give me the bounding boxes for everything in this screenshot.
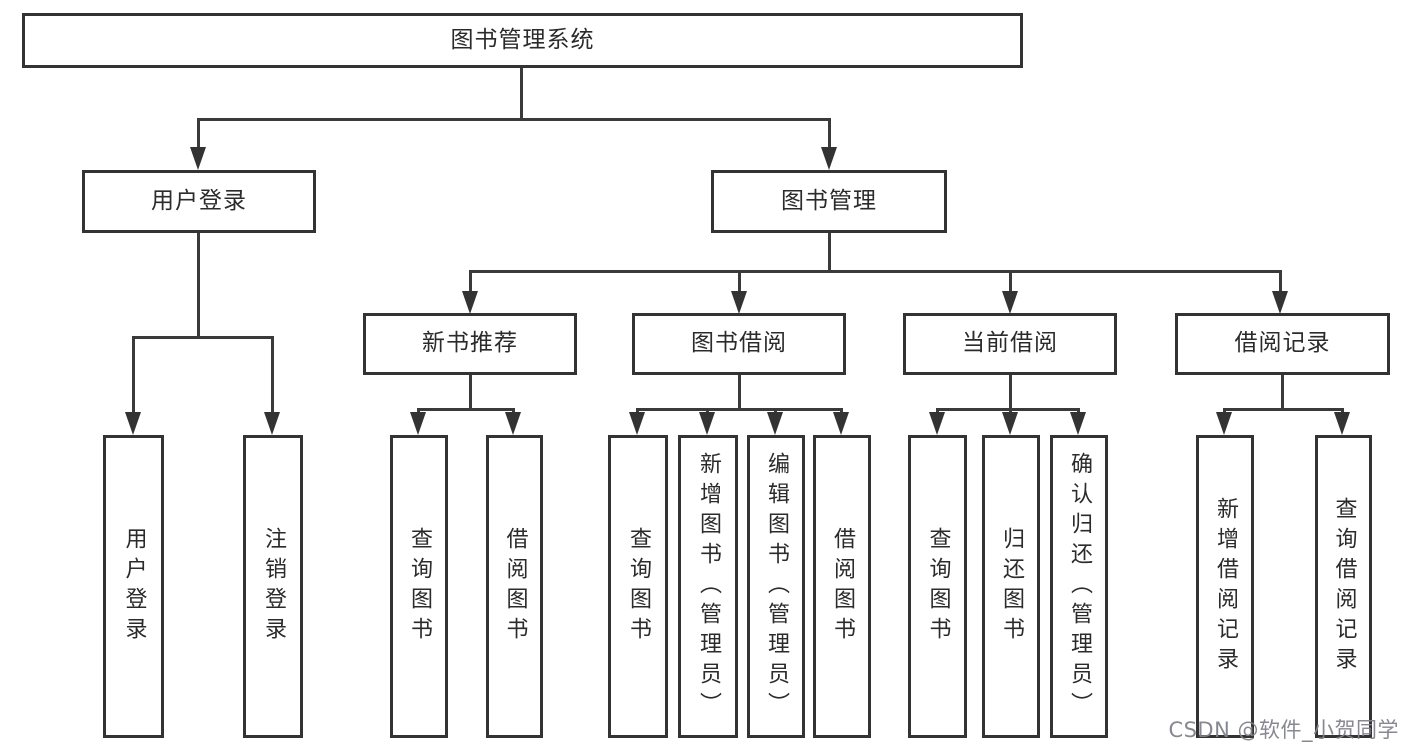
node-book-borrow: 图书借阅 xyxy=(632,313,846,375)
arrowhead-query-book-current xyxy=(929,412,945,435)
node-leaf-edit-book: 编辑图书（管理员） xyxy=(747,435,805,738)
connector-drop-query-book-rec xyxy=(417,408,420,415)
node-user-login: 用户登录 xyxy=(82,170,316,233)
node-book-mgmt: 图书管理 xyxy=(711,170,947,233)
connector-current-borrow-stem xyxy=(1009,375,1012,410)
arrowhead-add-record xyxy=(1216,412,1232,435)
node-leaf-logout-label: 注销登录 xyxy=(261,526,286,647)
connector-drop-add-record xyxy=(1223,408,1226,415)
connector-new-book-rec-bar xyxy=(417,408,515,411)
arrowhead-edit-book xyxy=(767,412,783,435)
node-leaf-query-book-rec: 查询图书 xyxy=(390,435,448,738)
node-leaf-logout: 注销登录 xyxy=(243,435,303,738)
connector-drop-add-book xyxy=(706,408,709,415)
node-leaf-borrow-book-rec-label: 借阅图书 xyxy=(502,526,528,647)
connector-drop-query-book-borrow xyxy=(636,408,639,415)
node-borrow-record: 借阅记录 xyxy=(1175,313,1390,375)
connector-drop-borrow-record xyxy=(1279,270,1282,293)
node-leaf-query-book-borrow: 查询图书 xyxy=(608,435,668,738)
connector-drop-query-record xyxy=(1341,408,1344,415)
arrowhead-book-borrow xyxy=(731,291,747,314)
arrowhead-borrow-book-rec xyxy=(505,412,521,435)
arrowhead-book-mgmt xyxy=(821,147,837,170)
node-leaf-add-record: 新增借阅记录 xyxy=(1196,435,1254,738)
arrowhead-query-book-borrow xyxy=(629,412,645,435)
node-book-borrow-label: 图书借阅 xyxy=(691,330,787,357)
connector-book-borrow-bar xyxy=(636,408,843,411)
arrowhead-user-login xyxy=(190,147,206,170)
node-leaf-query-book-rec-label: 查询图书 xyxy=(407,526,432,647)
arrowhead-query-record xyxy=(1334,412,1350,435)
connector-drop-edit-book xyxy=(774,408,777,415)
node-leaf-borrow-book-rec: 借阅图书 xyxy=(486,435,543,738)
connector-new-book-rec-stem xyxy=(469,375,472,410)
connector-root-bar xyxy=(197,118,831,121)
node-leaf-edit-book-label: 编辑图书（管理员） xyxy=(764,451,789,722)
node-leaf-query-book-borrow-label: 查询图书 xyxy=(626,526,651,647)
node-current-borrow: 当前借阅 xyxy=(903,313,1117,375)
connector-drop-confirm-return xyxy=(1077,408,1080,415)
connector-book-mgmt-stem xyxy=(828,233,831,272)
arrowhead-query-book-rec xyxy=(410,412,426,435)
node-leaf-query-record: 查询借阅记录 xyxy=(1315,435,1372,738)
connector-user-login-stem xyxy=(197,233,200,338)
connector-book-borrow-stem xyxy=(738,375,741,410)
connector-drop-new-book-rec xyxy=(469,270,472,293)
node-leaf-return-book-label: 归还图书 xyxy=(999,526,1024,647)
connector-root-stem xyxy=(520,68,523,120)
arrowhead-new-book-rec xyxy=(462,291,478,314)
node-leaf-add-book-label: 新增图书（管理员） xyxy=(696,451,721,722)
connector-drop-return-book xyxy=(1009,408,1012,415)
node-user-login-label: 用户登录 xyxy=(151,187,247,214)
connector-drop-query-book-current xyxy=(936,408,939,415)
node-leaf-borrow-book-borrow: 借阅图书 xyxy=(813,435,871,738)
arrowhead-add-book xyxy=(699,412,715,435)
arrowhead-current-borrow xyxy=(1002,291,1018,314)
node-leaf-query-book-current: 查询图书 xyxy=(908,435,967,738)
arrowhead-leaf-logout xyxy=(264,412,280,435)
node-leaf-user-login-label: 用户登录 xyxy=(121,526,147,647)
watermark: CSDN @软件_小贺同学 xyxy=(1168,718,1399,742)
node-leaf-query-record-label: 查询借阅记录 xyxy=(1331,496,1357,677)
arrowhead-borrow-record xyxy=(1272,291,1288,314)
connector-user-login-bar xyxy=(132,336,274,339)
node-leaf-add-record-label: 新增借阅记录 xyxy=(1213,496,1238,677)
connector-borrow-record-stem xyxy=(1281,375,1284,410)
node-leaf-add-book: 新增图书（管理员） xyxy=(678,435,738,738)
arrowhead-return-book xyxy=(1002,412,1018,435)
node-current-borrow-label: 当前借阅 xyxy=(962,330,1058,357)
node-book-mgmt-label: 图书管理 xyxy=(781,187,877,214)
arrowhead-confirm-return xyxy=(1070,412,1086,435)
connector-drop-user-login xyxy=(197,118,200,150)
node-leaf-confirm-return: 确认归还（管理员） xyxy=(1050,435,1108,738)
connector-drop-leaf-user-login xyxy=(132,336,135,414)
node-leaf-confirm-return-label: 确认归还（管理员） xyxy=(1067,451,1092,722)
node-leaf-query-book-current-label: 查询图书 xyxy=(925,526,951,647)
connector-book-mgmt-bar xyxy=(469,270,1282,273)
connector-drop-book-mgmt xyxy=(828,118,831,150)
connector-drop-borrow-book-borrow xyxy=(840,408,843,415)
connector-drop-current-borrow xyxy=(1009,270,1012,293)
arrowhead-leaf-user-login xyxy=(125,412,141,435)
node-borrow-record-label: 借阅记录 xyxy=(1234,330,1331,357)
node-new-book-rec: 新书推荐 xyxy=(363,313,577,375)
connector-borrow-record-bar xyxy=(1223,408,1344,411)
connector-current-borrow-bar xyxy=(936,408,1080,411)
node-root: 图书管理系统 xyxy=(22,13,1023,68)
node-leaf-return-book: 归还图书 xyxy=(982,435,1040,738)
connector-drop-book-borrow xyxy=(738,270,741,293)
node-root-label: 图书管理系统 xyxy=(450,26,595,53)
node-leaf-user-login: 用户登录 xyxy=(103,435,164,738)
arrowhead-borrow-book-borrow xyxy=(833,412,849,435)
connector-drop-borrow-book-rec xyxy=(512,408,515,415)
node-leaf-borrow-book-borrow-label: 借阅图书 xyxy=(830,526,855,647)
connector-drop-leaf-logout xyxy=(271,336,274,414)
node-new-book-rec-label: 新书推荐 xyxy=(422,330,518,357)
